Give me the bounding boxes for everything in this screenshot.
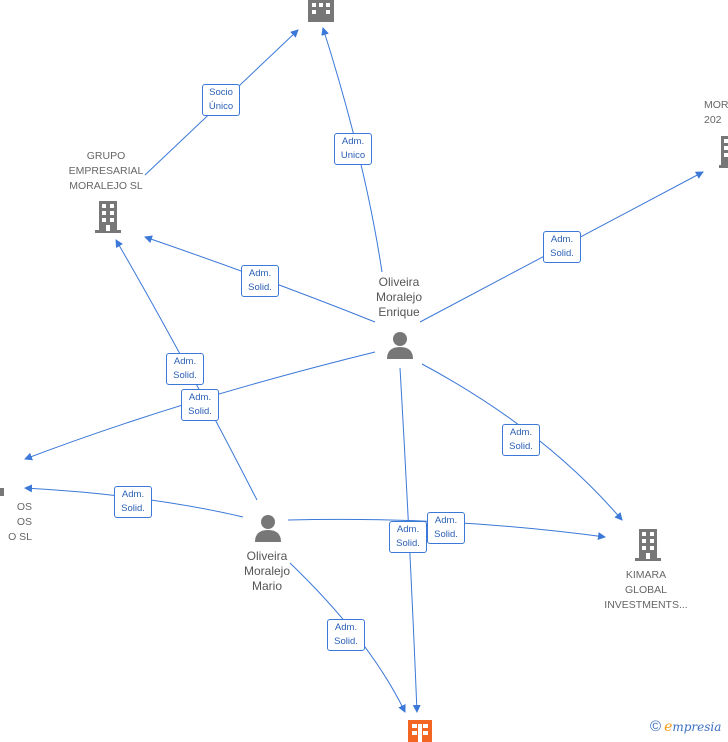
building-icon[interactable] bbox=[0, 484, 6, 496]
company-label-left[interactable]: OS OS O SL bbox=[8, 501, 32, 543]
brand-name: mpresia bbox=[672, 720, 722, 734]
person-label-mario[interactable]: Oliveira Moralejo Mario bbox=[243, 549, 291, 593]
building-icon[interactable] bbox=[632, 528, 664, 562]
edge-label-adm-solid: Adm. Solid. bbox=[241, 265, 279, 297]
edge-label-adm-solid: Adm. Solid. bbox=[114, 486, 152, 518]
person-label-enrique[interactable]: Oliveira Moralejo Enrique bbox=[375, 275, 423, 319]
company-label-grupo[interactable]: GRUPO EMPRESARIAL MORALEJO SL bbox=[68, 150, 144, 192]
edge-label-adm-solid: Adm. Solid. bbox=[389, 521, 427, 553]
edge-label-socio-unico: Socio Único bbox=[202, 84, 240, 116]
edge-label-adm-unico: Adm. Unico bbox=[334, 133, 372, 165]
edge-label-adm-solid: Adm. Solid. bbox=[543, 231, 581, 263]
highlighted-building-icon[interactable] bbox=[407, 718, 433, 742]
company-label-mor[interactable]: MOR 202 bbox=[704, 99, 728, 126]
brand-e: e bbox=[664, 719, 673, 735]
edge-label-adm-solid: Adm. Solid. bbox=[181, 389, 219, 421]
building-icon[interactable] bbox=[717, 135, 728, 169]
edge-label-adm-solid: Adm. Solid. bbox=[427, 512, 465, 544]
building-icon[interactable] bbox=[306, 0, 336, 24]
copyright-symbol: © bbox=[650, 718, 662, 735]
edge-label-adm-solid: Adm. Solid. bbox=[502, 424, 540, 456]
building-icon[interactable] bbox=[92, 200, 124, 234]
person-icon[interactable] bbox=[385, 330, 415, 360]
company-label-kimara[interactable]: KIMARA GLOBAL INVESTMENTS... bbox=[604, 569, 688, 611]
edge-label-adm-solid: Adm. Solid. bbox=[327, 619, 365, 651]
edge-label-adm-solid: Adm. Solid. bbox=[166, 353, 204, 385]
brand-watermark: ©empresia bbox=[650, 718, 721, 735]
person-icon[interactable] bbox=[253, 513, 283, 543]
